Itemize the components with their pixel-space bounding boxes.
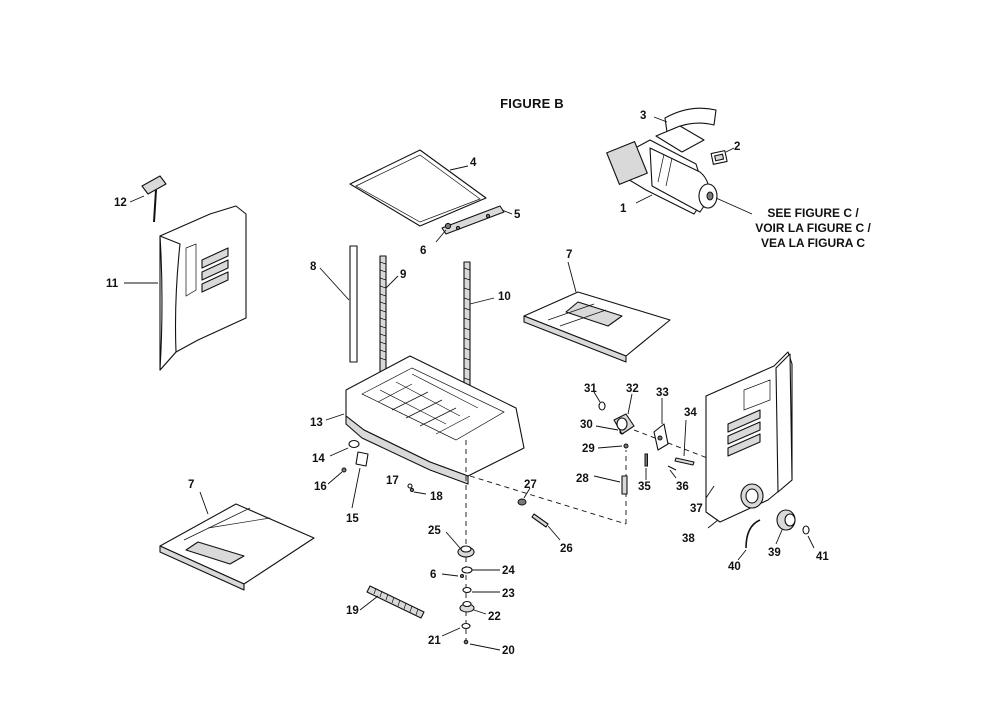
callout-5: 5 [514, 209, 521, 221]
part-2-brush [710, 147, 735, 165]
callout-1: 1 [620, 203, 627, 215]
part-18-nut [409, 487, 427, 495]
callout-27: 27 [524, 479, 537, 491]
part-7-table-lower [159, 491, 315, 591]
callout-21: 21 [428, 635, 441, 647]
part-28-spring [593, 475, 628, 495]
callout-35: 35 [638, 481, 651, 493]
part-17-screw [407, 483, 413, 489]
sprocket-stack [441, 531, 501, 651]
callout-20: 20 [502, 645, 515, 657]
callout-7: 7 [566, 249, 572, 261]
part-11-side-cover [124, 205, 247, 371]
callout-labels: 1 2 3 4 5 6 7 8 9 10 11 12 13 14 15 16 1… [106, 110, 829, 657]
callout-32: 32 [626, 383, 639, 395]
callout-34: 34 [684, 407, 697, 419]
callout-16: 16 [314, 481, 327, 493]
part-36-clip [667, 465, 677, 479]
part-38-side-cover [705, 351, 793, 529]
callout-6-lower: 6 [430, 569, 436, 581]
callout-22: 22 [488, 611, 501, 623]
callout-40: 40 [728, 561, 741, 573]
part-26-pin [531, 513, 561, 541]
callout-7-lower: 7 [188, 479, 194, 491]
see-figure-en: SEE FIGURE C / [767, 206, 859, 220]
callout-39: 39 [768, 547, 781, 559]
callout-10: 10 [498, 291, 511, 303]
part-15-bracket [351, 451, 369, 509]
see-figure-es: VEA LA FIGURA C [761, 236, 865, 250]
callout-13: 13 [310, 417, 323, 429]
part-40-spring-clip [737, 519, 761, 561]
callout-11: 11 [106, 278, 119, 290]
callout-23: 23 [502, 588, 515, 600]
callout-31: 31 [584, 383, 597, 395]
callout-29: 29 [582, 443, 595, 455]
part-39-knob [775, 509, 796, 545]
callout-30: 30 [580, 419, 593, 431]
callout-8: 8 [310, 261, 317, 273]
callout-6: 6 [420, 245, 426, 257]
callout-26: 26 [560, 543, 573, 555]
callout-36: 36 [676, 481, 689, 493]
part-33-lever [653, 398, 669, 451]
callout-33: 33 [656, 387, 669, 399]
callout-4: 4 [470, 157, 477, 169]
callout-18: 18 [430, 491, 443, 503]
callout-9: 9 [400, 269, 406, 281]
part-31-ring [593, 391, 606, 411]
part-8-column [319, 245, 358, 363]
part-1-motor [606, 125, 753, 215]
callout-37: 37 [690, 503, 703, 515]
part-14-washer [329, 439, 360, 457]
part-9-screw-rod [379, 255, 399, 377]
see-figure-note: SEE FIGURE C / VOIR LA FIGURE C / VEA LA… [738, 206, 888, 251]
part-4-top-plate [349, 149, 487, 227]
part-7-table-upper [523, 261, 671, 363]
part-16-screw [327, 467, 347, 485]
part-27-washer [517, 487, 531, 506]
part-19-chain [359, 585, 425, 619]
callout-12: 12 [114, 197, 127, 209]
callout-19: 19 [346, 605, 359, 617]
part-6-screw [435, 222, 452, 243]
callout-24: 24 [502, 565, 515, 577]
callout-25: 25 [428, 525, 441, 537]
part-13-base [325, 355, 525, 485]
callout-2: 2 [734, 141, 740, 153]
part-12-hex-key [129, 175, 167, 223]
callout-41: 41 [816, 551, 829, 563]
callout-17: 17 [386, 475, 399, 487]
callout-3: 3 [640, 110, 646, 122]
part-35-screw [644, 453, 648, 480]
part-34-pin [674, 419, 695, 466]
callout-38: 38 [682, 533, 695, 545]
part-32-knob [613, 393, 635, 435]
callout-15: 15 [346, 513, 359, 525]
see-figure-fr: VOIR LA FIGURE C / [755, 221, 871, 235]
part-29-ball [597, 443, 629, 449]
callout-28: 28 [576, 473, 589, 485]
part-41-washer [802, 525, 815, 549]
figure-title: FIGURE B [500, 96, 564, 111]
callout-14: 14 [312, 453, 325, 465]
